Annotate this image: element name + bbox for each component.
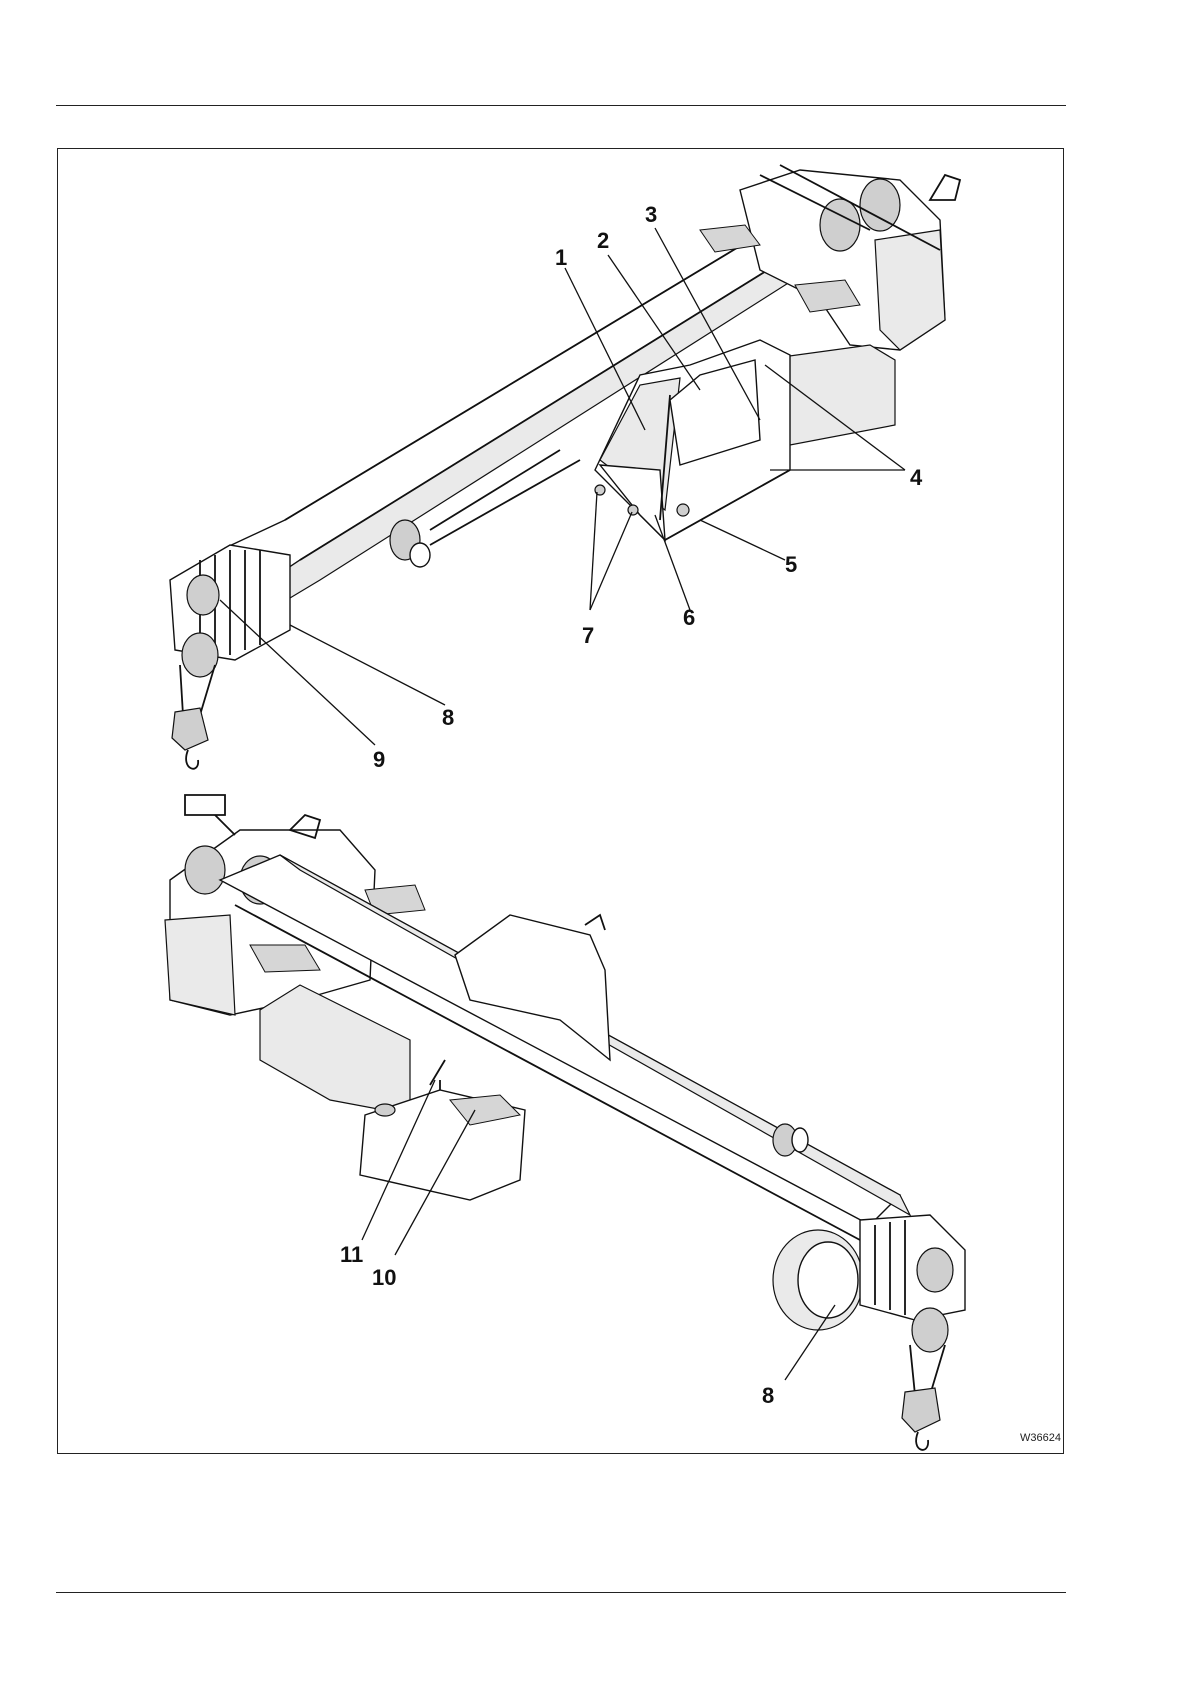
callout-8-upper: 8 [442,705,454,730]
counterweight-lower [165,915,235,1015]
cabin-front-lower [600,465,665,540]
callout-9: 9 [373,747,385,772]
callout-11: 11 [340,1242,363,1267]
callout-3: 3 [645,202,657,227]
head-sheave [187,575,219,615]
callout-6: 6 [683,605,695,630]
callout-8-lower: 8 [762,1383,774,1408]
callout-10: 10 [372,1265,396,1290]
callout-1: 1 [555,245,567,270]
rear-winch-2 [820,199,860,251]
side-block [260,985,410,1115]
figure-code: W36624 [1020,1432,1061,1444]
callout-5: 5 [785,552,797,577]
callout-4: 4 [910,465,923,490]
hook-block-lower [902,1388,940,1432]
callout-7: 7 [582,623,594,648]
lower-crane-illustration [165,795,965,1450]
upper-leader-lines [220,228,905,745]
callout-2: 2 [597,228,609,253]
hook-block-upper [172,708,208,750]
rear-winch [860,179,900,231]
